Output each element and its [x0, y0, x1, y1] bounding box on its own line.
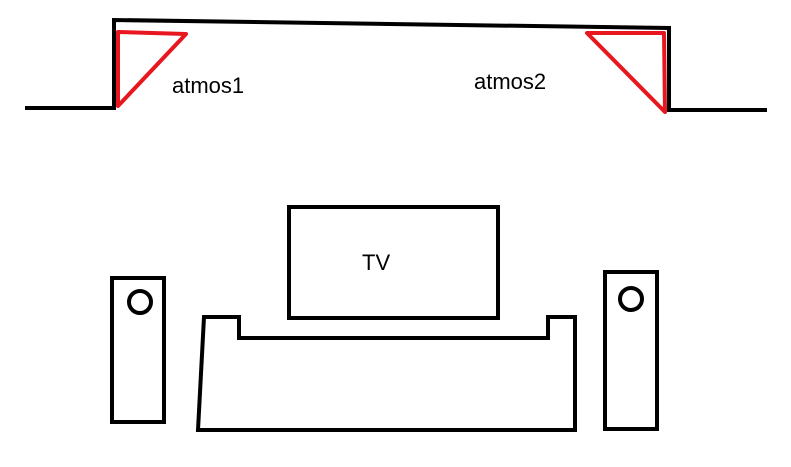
tv-console: [195, 315, 577, 432]
floor-speaker-right: [603, 270, 659, 431]
tv-label: TV: [362, 250, 391, 275]
tv-screen: [287, 205, 500, 320]
atmos-speaker-right: [585, 31, 667, 114]
atmos-speaker-left: [116, 30, 188, 108]
atmos-left-label: atmos1: [172, 73, 245, 98]
floor-speaker-left: [110, 276, 166, 424]
speaker-driver-icon: [618, 286, 644, 312]
speaker-driver-icon: [127, 289, 153, 315]
ceiling-outline: [25, 17, 767, 112]
atmos-right-label: atmos2: [474, 69, 547, 94]
